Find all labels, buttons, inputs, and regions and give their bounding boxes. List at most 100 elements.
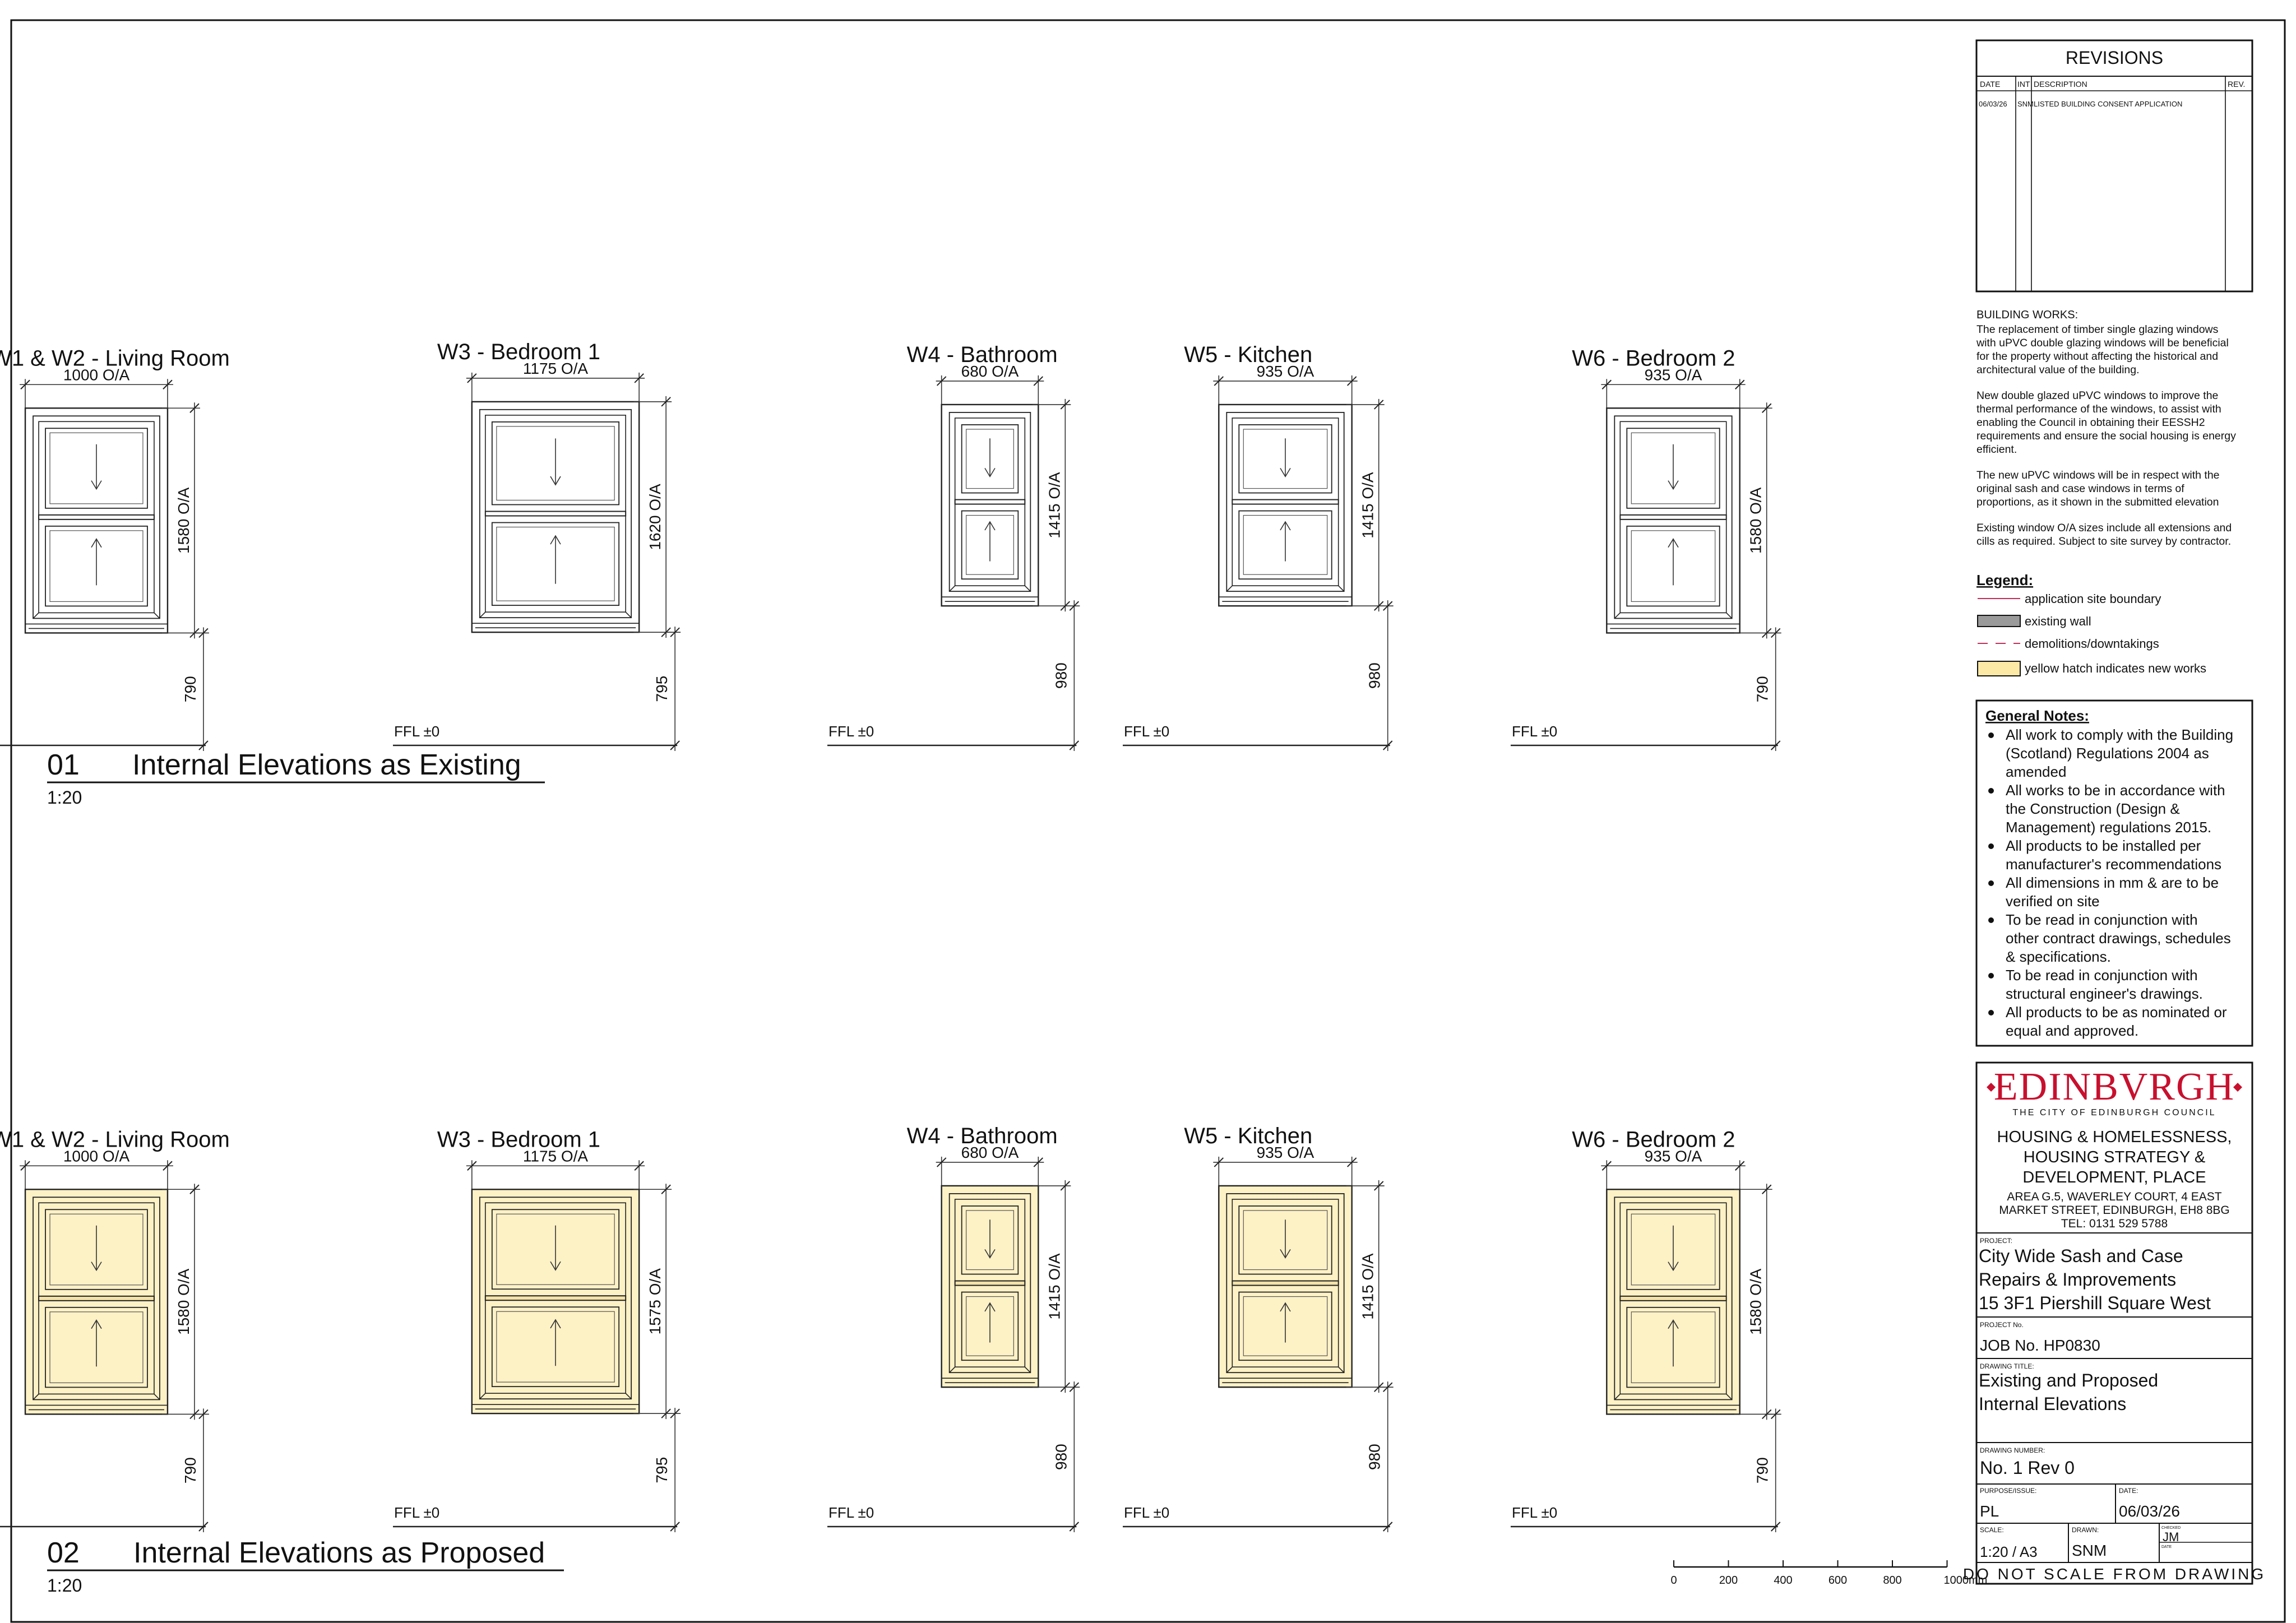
general-note-line: To be read in conjunction with [2006, 911, 2198, 928]
upper-sash [1238, 424, 1332, 494]
dimension-tick [1734, 379, 1745, 389]
arrowhead-icon [91, 1262, 102, 1272]
dimension-tick [1214, 1157, 1224, 1167]
general-note-line: To be read in conjunction with [2006, 967, 2198, 984]
revision-date: 06/03/26 [1979, 100, 2007, 108]
window-title: W1 & W2 - Living Room [0, 1127, 230, 1152]
height-label: 1415 O/A [1359, 472, 1377, 539]
building-works-line: The new uPVC windows will be in respect … [1976, 469, 2220, 481]
dimension-tick [1770, 628, 1781, 638]
window-lining [24, 1189, 169, 1415]
title-block-frame [1975, 1061, 2253, 1585]
logo-diamond-right-icon [2233, 1083, 2242, 1092]
arrowhead-icon [1280, 1302, 1291, 1312]
glazing-pane [491, 1306, 620, 1388]
glazing-pane [961, 510, 1019, 580]
lower-sash [1238, 1291, 1332, 1361]
legend-label: yellow hatch indicates new works [2025, 661, 2206, 675]
dimension-tick [1601, 1161, 1612, 1171]
title-block: EDINBVRGH THE CITY OF EDINBURGH COUNCIL … [1963, 1061, 2266, 1585]
dimension-tick [20, 379, 30, 389]
general-note-line: verified on site [2006, 893, 2100, 910]
arrowhead-icon [91, 538, 102, 548]
sill-height-label: 980 [1052, 1444, 1070, 1470]
arrowhead-icon [91, 1319, 102, 1329]
section-number: 02 [47, 1537, 80, 1569]
bullet-icon [1988, 843, 1994, 849]
dimension-tick [670, 1408, 680, 1418]
general-note-line: All products to be installed per [2006, 837, 2201, 854]
ffl-label: FFL ±0 [394, 723, 439, 740]
window-title: W6 - Bedroom 2 [1572, 346, 1735, 370]
dimension-tick [467, 373, 477, 383]
section-heading-proposed: 02 Internal Elevations as Proposed 1:20 [47, 1537, 564, 1596]
bullet-icon [1988, 917, 1994, 923]
general-note-line: amended [2006, 763, 2066, 780]
meeting-rail [38, 1295, 155, 1301]
do-not-scale-warning: DO NOT SCALE FROM DRAWING [1963, 1565, 2266, 1583]
arrowhead-icon [550, 476, 561, 486]
arrowhead-icon [550, 535, 561, 545]
scale-bar-tick-label: 400 [1774, 1574, 1792, 1587]
building-works-line: proportions, as it shown in the submitte… [1976, 496, 2219, 508]
section-number: 01 [47, 749, 80, 781]
general-note-line: structural engineer's drawings. [2006, 985, 2203, 1002]
revision-initials: SNM [2017, 100, 2034, 108]
general-note-line: (Scotland) Regulations 2004 as [2006, 745, 2209, 762]
dimension-tick [1770, 1409, 1781, 1420]
glazing-pane [45, 1306, 148, 1388]
sill-height-label: 790 [1754, 1457, 1771, 1483]
window-frame [948, 1193, 1031, 1374]
glazing-pane [1238, 1205, 1332, 1275]
revisions-header-int: INT [2017, 80, 2030, 89]
window-title: W4 - Bathroom [907, 342, 1058, 367]
ffl-label: FFL ±0 [828, 723, 874, 740]
window-title: W3 - Bedroom 1 [437, 340, 600, 364]
dimension-tick [670, 627, 680, 637]
legend-item-demolition: demolitions/downtakings [1978, 637, 2159, 651]
project-number-label: PROJECT No. [1980, 1321, 2024, 1329]
legend-label: existing wall [2025, 614, 2091, 628]
width-label: 935 O/A [1645, 366, 1702, 383]
revisions-header-description: DESCRIPTION [2034, 80, 2087, 89]
revisions-row: 06/03/26 SNM LISTED BUILDING CONSENT APP… [1979, 100, 2182, 108]
window-frame [33, 1197, 160, 1401]
dimension-tick [20, 1161, 30, 1171]
project-number: JOB No. HP0830 [1980, 1337, 2100, 1354]
window-title: W4 - Bathroom [907, 1124, 1058, 1148]
project-line: 15 3F1 Piershill Square West [1979, 1293, 2211, 1313]
width-label: 680 O/A [961, 1144, 1019, 1161]
building-works-line: efficient. [1976, 443, 2017, 456]
arrowhead-icon [550, 1261, 561, 1271]
section-scale: 1:20 [47, 1575, 82, 1596]
height-label: 1415 O/A [1045, 1253, 1063, 1320]
sill-height-label: 795 [653, 1457, 670, 1483]
height-label: 1580 O/A [175, 1268, 192, 1335]
checked-label: CHECKED [2161, 1526, 2181, 1530]
purpose-label: PURPOSE/ISSUE: [1980, 1487, 2036, 1495]
upper-sash [1626, 1209, 1720, 1290]
width-label: 935 O/A [1257, 1144, 1314, 1161]
glazing-pane [1626, 1209, 1720, 1290]
arrowhead-icon [984, 521, 996, 531]
general-notes-box [1975, 699, 2253, 1047]
drawing-number: No. 1 Rev 0 [1980, 1458, 2075, 1478]
dimension-tick [1033, 1157, 1044, 1167]
general-note-line: Management) regulations 2015. [2006, 819, 2211, 836]
dimension-tick [163, 1161, 173, 1171]
hatch-swatch [1977, 661, 2021, 676]
legend: Legend: application site boundary existi… [1976, 572, 2206, 676]
height-label: 1575 O/A [646, 1268, 664, 1335]
revisions-panel: REVISIONS DATE INT DESCRIPTION REV. 06/0… [1975, 39, 2253, 293]
ffl-label: FFL ±0 [828, 1504, 874, 1521]
general-note-line: & specifications. [2006, 948, 2111, 965]
legend-label: demolitions/downtakings [2025, 637, 2159, 651]
arrowhead-icon [1280, 467, 1291, 477]
purpose-value: PL [1980, 1503, 1999, 1520]
meeting-rail [954, 499, 1026, 505]
general-notes-list: All work to comply with the Building(Sco… [1988, 726, 2233, 1039]
